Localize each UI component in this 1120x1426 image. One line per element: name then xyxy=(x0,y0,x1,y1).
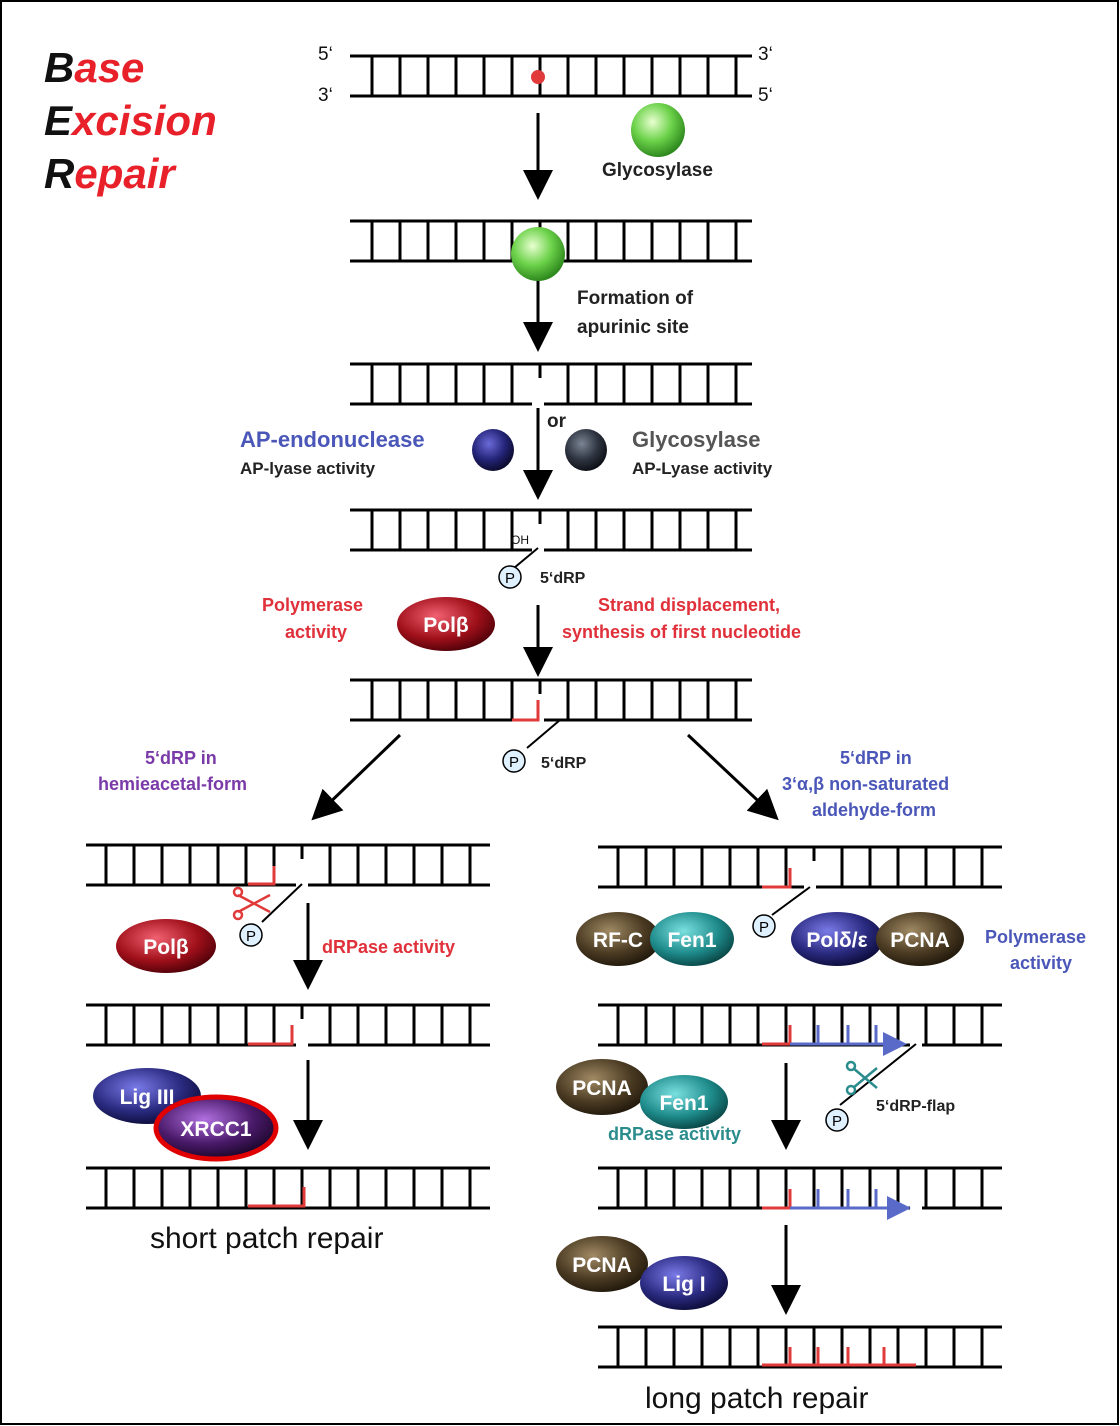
new-synthesis-2 xyxy=(790,1189,911,1220)
formation-label-2: apurinic site xyxy=(577,317,689,338)
ladder-right-3 xyxy=(598,1166,1002,1210)
ap-endonuclease-enzyme xyxy=(472,429,514,471)
svg-text:XRCC1: XRCC1 xyxy=(180,1118,252,1141)
arrow-right-branch xyxy=(686,733,779,821)
scissors-icon-right xyxy=(845,1060,878,1096)
title-line-3: Repair xyxy=(44,150,177,197)
phosphate-4: P xyxy=(752,914,776,938)
pcna-protein-3: PCNA xyxy=(556,1236,648,1292)
ladder-3 xyxy=(350,362,752,406)
pol-delta-protein: Polδ/ε xyxy=(791,912,883,966)
phosphate-1: P xyxy=(498,565,522,589)
svg-text:P: P xyxy=(509,754,519,771)
title-line-2: Excision xyxy=(44,97,217,144)
svg-text:RF-C: RF-C xyxy=(593,929,643,952)
strand-end-5-top: 5‘ xyxy=(318,44,333,65)
long-patch-label: long patch repair xyxy=(645,1382,868,1415)
phosphate-5: P xyxy=(825,1108,849,1132)
pol-beta-left-protein: Polβ xyxy=(116,919,216,973)
lig1-protein: Lig I xyxy=(640,1256,728,1310)
title: Base Excision Repair xyxy=(44,44,217,197)
xrcc1-highlight-ring xyxy=(153,1094,279,1162)
svg-text:P: P xyxy=(759,919,769,936)
svg-text:Polβ: Polβ xyxy=(423,614,469,637)
polymerase-right-2: activity xyxy=(1010,953,1072,973)
pcna-protein-1: PCNA xyxy=(876,912,964,966)
polymerase-activity-1: Polymerase xyxy=(262,595,363,615)
hemi-label-2: hemieacetal-form xyxy=(98,774,247,794)
fen1-protein: Fen1 xyxy=(650,912,734,966)
glycosylase-lyase-enzyme xyxy=(565,429,607,471)
arrows xyxy=(293,113,801,1315)
new-synthesis-1 xyxy=(790,1025,907,1056)
formation-label-1: Formation of xyxy=(577,288,694,309)
glycosylase-label: Glycosylase xyxy=(602,160,713,181)
xrcc1-protein: XRCC1 xyxy=(158,1099,274,1157)
rfc-protein: RF-C xyxy=(576,912,660,966)
phosphate-3: P xyxy=(239,923,263,947)
ap-lyase-2-label: AP-Lyase activity xyxy=(632,459,773,478)
scissors-icon-left xyxy=(232,886,271,921)
glycosylase-bound xyxy=(511,227,565,281)
drpase-activity-label: dRPase activity xyxy=(322,937,455,957)
glycosylase-2-label: Glycosylase xyxy=(632,427,760,452)
long-patch-repair-marks xyxy=(762,1347,916,1367)
strand-end-5-bottom: 5‘ xyxy=(758,85,773,106)
damaged-base xyxy=(531,70,545,84)
drp-flap-label: 5‘dRP-flap xyxy=(876,1098,955,1115)
svg-text:Lig I: Lig I xyxy=(662,1273,705,1296)
ladder-right-4 xyxy=(598,1325,1002,1369)
svg-text:P: P xyxy=(246,928,256,945)
polymerase-right-1: Polymerase xyxy=(985,927,1086,947)
hemi-label-1: 5‘dRP in xyxy=(145,748,217,768)
ald-label-3: aldehyde-form xyxy=(812,800,936,820)
ladder-right-1 xyxy=(598,845,1002,889)
pcna-protein-2: PCNA xyxy=(556,1059,648,1115)
svg-text:P: P xyxy=(505,570,515,587)
short-patch-label: short patch repair xyxy=(150,1222,383,1255)
svg-text:Lig III: Lig III xyxy=(120,1086,175,1109)
svg-text:PCNA: PCNA xyxy=(572,1077,632,1100)
ap-endonuclease-label: AP-endonuclease xyxy=(240,427,425,452)
pol-beta-protein: Polβ xyxy=(397,597,495,651)
svg-text:PCNA: PCNA xyxy=(890,929,950,952)
svg-text:P: P xyxy=(832,1113,842,1130)
ald-label-2: 3‘α,β non-saturated xyxy=(782,774,949,794)
ladder-right-2 xyxy=(598,1003,1002,1047)
svg-text:Fen1: Fen1 xyxy=(659,1092,708,1115)
drp-label-1: 5‘dRP xyxy=(540,570,586,587)
svg-text:Fen1: Fen1 xyxy=(667,929,716,952)
or-label: or xyxy=(547,411,567,432)
drpase-activity-teal-label: dRPase activity xyxy=(608,1124,741,1144)
ladder-left-3 xyxy=(86,1166,490,1210)
arrow-left-branch xyxy=(311,733,402,821)
phosphate-2: P xyxy=(502,749,526,773)
svg-text:Polβ: Polβ xyxy=(143,936,189,959)
strand-end-3-bottom: 3‘ xyxy=(318,85,333,106)
fen1-protein-2: Fen1 xyxy=(640,1075,728,1129)
ald-label-1: 5‘dRP in xyxy=(840,748,912,768)
glycosylase-enzyme xyxy=(631,103,685,157)
title-line-1: Base xyxy=(44,44,144,91)
ladder-5 xyxy=(350,678,752,722)
svg-text:Polδ/ε: Polδ/ε xyxy=(806,929,867,952)
ladder-left-1 xyxy=(86,843,490,887)
ladder-left-2 xyxy=(86,1003,490,1047)
oh-label: OH xyxy=(511,533,529,547)
polymerase-activity-2: activity xyxy=(285,622,347,642)
ap-lyase-label: AP-lyase activity xyxy=(240,459,376,478)
drp-label-2: 5‘dRP xyxy=(541,755,587,772)
ladder-4 xyxy=(350,508,752,552)
strand-displacement-2: synthesis of first nucleotide xyxy=(562,622,801,642)
strand-displacement-1: Strand displacement, xyxy=(598,595,780,615)
strand-end-3-top: 3‘ xyxy=(758,44,773,65)
ladder-1 xyxy=(350,54,752,98)
svg-text:PCNA: PCNA xyxy=(572,1254,632,1277)
